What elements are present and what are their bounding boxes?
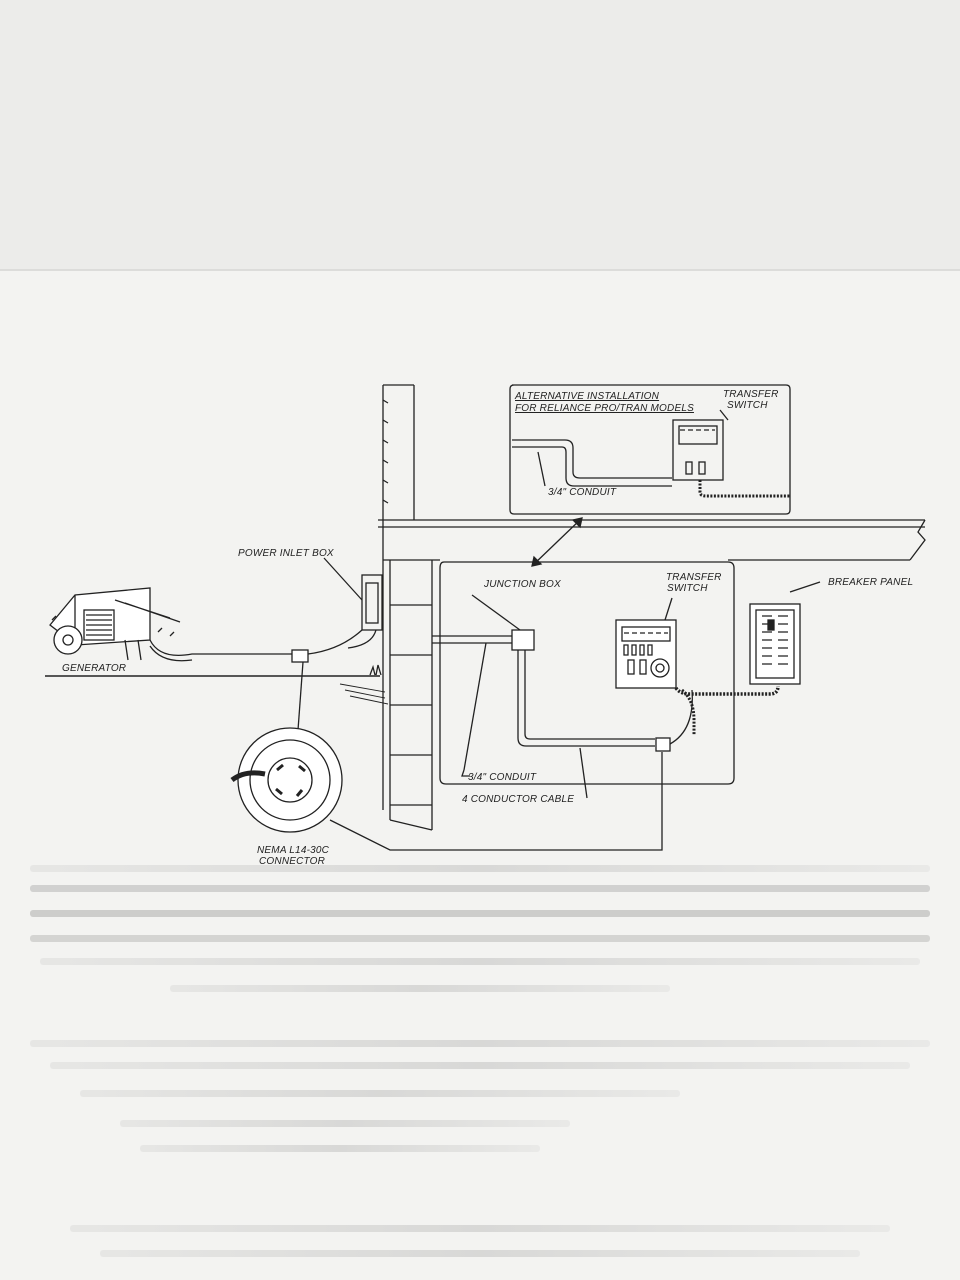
generator-plug (291, 629, 363, 731)
alternative-installation-box (509, 384, 791, 515)
conduit-run (432, 635, 655, 777)
connector-detail (230, 727, 663, 851)
alternative-label-line1: ALTERNATIVE INSTALLATION (514, 391, 660, 402)
top-transfer-switch (672, 409, 790, 498)
power-inlet-box-label: POWER INLET BOX (238, 548, 334, 559)
basement-box (439, 561, 735, 785)
connector-label-line1: NEMA L14-30C (257, 845, 330, 856)
junction-box (471, 594, 535, 651)
generator-label: GENERATOR (62, 663, 126, 674)
location-arrow (531, 517, 583, 567)
transfer-switch-label-line1: TRANSFER (666, 572, 722, 583)
bleed-text (140, 1145, 540, 1152)
upper-sheet (0, 0, 960, 270)
breaker-panel-label: BREAKER PANEL (828, 577, 913, 588)
cable-label: 4 CONDUCTOR CABLE (462, 794, 574, 805)
bleed-text (30, 935, 930, 942)
ground-grass (339, 664, 389, 705)
bleed-text (30, 1040, 930, 1047)
alternative-label-line2: FOR RELIANCE PRO/TRAN MODELS (515, 403, 694, 414)
main-transfer-switch (615, 597, 780, 735)
breaker-panel (749, 581, 821, 685)
bleed-text (100, 1250, 860, 1257)
bleed-text (120, 1120, 570, 1127)
generator (45, 587, 380, 677)
connector-label-line2: CONNECTOR (259, 856, 325, 867)
floor-beam (378, 519, 926, 561)
power-inlet-box (323, 557, 383, 649)
bleed-text (50, 1062, 910, 1069)
bleed-text (30, 885, 930, 892)
inlet-plug (579, 689, 693, 799)
top-conduit-label: 3/4" CONDUIT (548, 487, 617, 498)
bleed-text (30, 910, 930, 917)
junction-box-label: JUNCTION BOX (483, 579, 561, 590)
top-transfer-label-line1: TRANSFER (723, 389, 779, 400)
bleed-text (70, 1225, 890, 1232)
transfer-switch-label-line2: SWITCH (667, 583, 708, 594)
bleed-text (30, 865, 930, 872)
house-wall (382, 384, 433, 831)
bleed-text (80, 1090, 680, 1097)
conduit-label: 3/4" CONDUIT (468, 772, 537, 783)
bleed-text (40, 958, 920, 965)
bleed-text (170, 985, 670, 992)
top-transfer-label-line2: SWITCH (727, 400, 768, 411)
